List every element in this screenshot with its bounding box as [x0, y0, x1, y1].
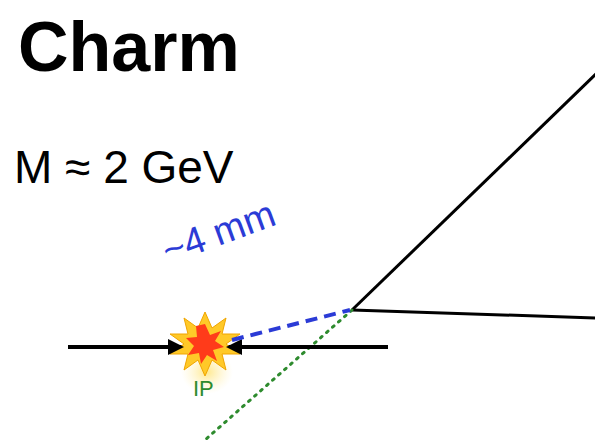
collision-core	[186, 324, 224, 364]
flight-path	[232, 310, 350, 340]
flight-distance: ~4 mm	[157, 194, 280, 270]
decay-track	[352, 310, 595, 318]
decay-track	[352, 72, 595, 310]
ip-label: IP	[193, 378, 214, 400]
collision-burst	[170, 312, 240, 376]
beam-arrow	[168, 339, 184, 355]
mass-label: M ≈ 2 GeV	[14, 144, 234, 190]
slide-title: Charm	[18, 12, 240, 82]
